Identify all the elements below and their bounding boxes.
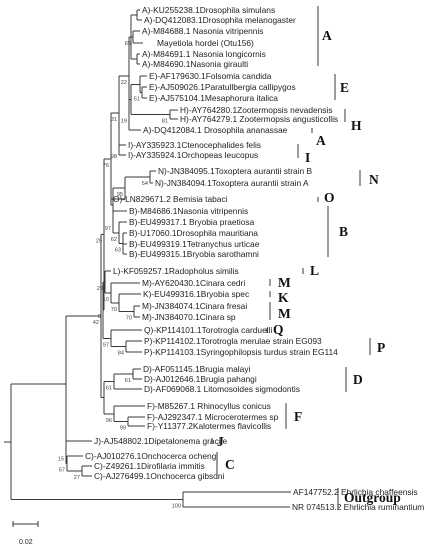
group-label: N xyxy=(369,172,379,187)
bootstrap-value: 70 xyxy=(111,307,117,313)
leaf-label: B)-U17060.1Drosophila mauritiana xyxy=(129,228,258,238)
bootstrap-value: 27 xyxy=(74,475,80,481)
leaf-label: C)-Z49261.1Dirofilaria immitis xyxy=(94,461,205,471)
bootstrap-value: 98 xyxy=(111,154,117,160)
bootstrap-value: 97 xyxy=(105,226,111,232)
group-label: O xyxy=(324,190,335,205)
leaf-label: A)-KU255238.1Drosophila simulans xyxy=(142,5,275,15)
group-label: I xyxy=(305,150,310,165)
leaf-label: B)-EU499317.1 Bryobia praetiosa xyxy=(129,217,255,227)
leaf-label: C)-AJ276499.1Onchocerca gibsoni xyxy=(94,471,224,481)
group-label: P xyxy=(377,340,385,355)
leaf-label: H)-AY764279.1 Zootermopsis angusticollis xyxy=(180,114,338,124)
leaf-label: A)-DQ412084.1 Drosophila ananassae xyxy=(143,125,288,135)
leaf-label: F)-Y11377.2Kalotermes flavicollis xyxy=(147,421,271,431)
leaf-label: K)-EU499316.1Bryobia spec xyxy=(143,289,249,299)
bootstrap-labels: 4229763122651951819895549762638291070709… xyxy=(58,41,181,510)
leaf-label: F)-M85267.1 Rhinocyllus conicus xyxy=(147,401,271,411)
bootstrap-value: 63 xyxy=(115,248,121,254)
group-label: A xyxy=(322,28,332,43)
group-label: D xyxy=(353,372,363,387)
leaf-label: N)-JN384094.1Toxoptera aurantii strain A xyxy=(155,178,309,188)
bootstrap-value: 22 xyxy=(121,80,127,86)
leaf-label: I)-AY335924.1Orchopeas leucopus xyxy=(128,150,258,160)
bootstrap-value: 100 xyxy=(172,504,181,510)
tree-branches xyxy=(4,9,291,508)
bootstrap-value: 10 xyxy=(103,297,109,303)
group-label: H xyxy=(351,118,362,133)
leaf-label: P)-KP114102.1Torotrogla merulae strain E… xyxy=(144,336,322,346)
leaf-label: D)-AF051145.1Brugia malayi xyxy=(143,364,251,374)
bootstrap-value: 61 xyxy=(125,378,131,384)
leaf-label: B)-M84686.1Nasonia vitripennis xyxy=(129,206,248,216)
leaf-label: J)-AJ548802.1Dipetalonema gracile xyxy=(94,436,227,446)
bootstrap-value: 29 xyxy=(97,286,103,292)
leaf-label: C)-AJ010276.1Onchocerca ochengi xyxy=(85,451,218,461)
leaf-label: H)-AY764280.1Zootermopsis nevadensis xyxy=(180,105,333,115)
group-label: Q xyxy=(273,322,284,337)
bootstrap-value: 42 xyxy=(93,320,99,326)
bootstrap-value: 95 xyxy=(117,192,123,198)
leaf-label: I)-AY335923.1Ctenocephalides felis xyxy=(128,140,261,150)
group-label: B xyxy=(339,224,348,239)
bootstrap-value: 31 xyxy=(111,117,117,123)
bootstrap-value: 54 xyxy=(142,181,148,187)
leaf-label: AF147752.2 Ehrlichia chaffeensis xyxy=(293,487,418,497)
bootstrap-value: 29 xyxy=(96,239,102,245)
group-label: A xyxy=(316,133,326,148)
scale-bar: 0.02 xyxy=(12,521,39,546)
leaf-label: B)-EU499315.1Bryobia sarothamni xyxy=(129,249,259,259)
group-label: C xyxy=(225,457,235,472)
bootstrap-value: 97 xyxy=(103,342,109,348)
leaf-label: E)-AF179630.1Folsomia candida xyxy=(149,71,272,81)
bootstrap-value: 76 xyxy=(103,163,109,169)
leaf-label: Q)-KP114101.1Torotrogla carduelli xyxy=(144,325,272,335)
leaf-labels: A)-KU255238.1Drosophila simulansA)-DQ412… xyxy=(85,5,424,512)
leaf-label: M)-AY620430.1Cinara cedri xyxy=(142,278,245,288)
leaf-label: O)-LN829671.2 Bemisia tabaci xyxy=(113,194,228,204)
leaf-label: Mayetiola hordei (Otu156) xyxy=(157,38,254,48)
bootstrap-value: 19 xyxy=(121,119,127,125)
leaf-label: M)-JN384074.1Cinara fresai xyxy=(142,301,247,311)
bootstrap-value: 99 xyxy=(120,426,126,432)
bootstrap-value: 84 xyxy=(118,351,124,357)
leaf-label: F)-AJ292347.1 Microcerotermes sp xyxy=(147,412,279,422)
group-label: Outgroup xyxy=(344,490,401,505)
leaf-label: D)-AJ012646.1Brugia pahangi xyxy=(144,374,257,384)
leaf-label: E)-AJ509026.1Paratullbergia callipygos xyxy=(149,82,296,92)
scale-bar-label: 0.02 xyxy=(19,539,33,546)
group-label: L xyxy=(310,263,319,278)
bootstrap-value: 65 xyxy=(125,41,131,47)
leaf-label: A)-M84691.1 Nasonia longicornis xyxy=(142,49,266,59)
bootstrap-value: 81 xyxy=(162,119,168,125)
leaf-label: L)-KF059257.1Radopholus similis xyxy=(113,266,239,276)
group-label: E xyxy=(340,80,349,95)
leaf-label: NR 074513.2 Ehrlichia ruminantium xyxy=(292,502,424,512)
leaf-label: P)-KP114103.1Syringophilopsis turdus str… xyxy=(144,347,338,357)
bootstrap-value: 62 xyxy=(111,237,117,243)
group-label: F xyxy=(294,409,302,424)
bootstrap-value: 96 xyxy=(106,418,112,424)
leaf-label: A)-M84690.1Nasonia giraulti xyxy=(142,59,248,69)
bootstrap-value: 15 xyxy=(58,456,64,462)
leaf-label: A)-DQ412083.1Drosophila melanogaster xyxy=(144,15,296,25)
bootstrap-value: 70 xyxy=(126,316,132,322)
bootstrap-value: 8 xyxy=(98,314,101,320)
bootstrap-value: 57 xyxy=(59,468,65,474)
group-label: M xyxy=(278,306,291,321)
bootstrap-value: 61 xyxy=(106,386,112,392)
leaf-label: M)-JN384070.1Cinara sp xyxy=(142,312,236,322)
group-label: M xyxy=(278,275,291,290)
bootstrap-value: 51 xyxy=(134,97,140,103)
group-label: K xyxy=(278,290,289,305)
leaf-label: B)-EU499319.1Tetranychus urticae xyxy=(129,239,260,249)
leaf-label: A)-M84688.1 Nasonia vitripennis xyxy=(142,26,264,36)
group-label: J xyxy=(217,434,224,449)
leaf-label: D)-AF069068.1 Litomosoides sigmodontis xyxy=(144,384,300,394)
leaf-label: E)-AJ575104.1Mesaphorura italica xyxy=(149,93,278,103)
leaf-label: N)-JN384095.1Toxoptera aurantii strain B xyxy=(158,166,312,176)
